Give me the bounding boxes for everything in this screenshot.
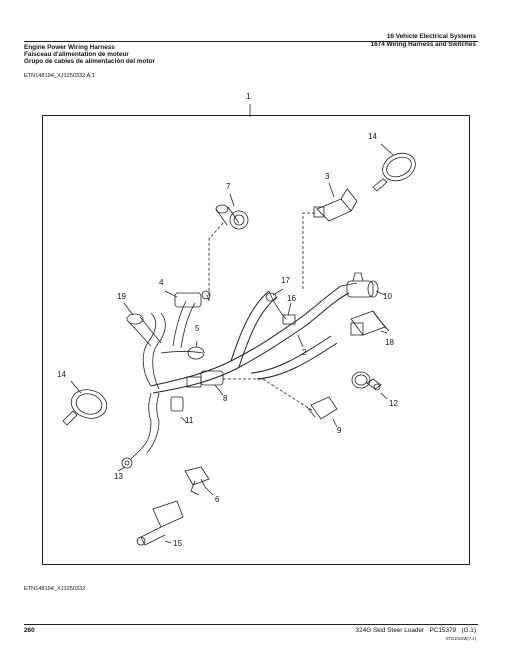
connector-16-17 — [265, 290, 296, 325]
title-block: Engine Power Wiring Harness Faisceau d'a… — [24, 44, 155, 65]
title-spanish: Grupo de cables de alimentación del moto… — [24, 58, 156, 65]
callout-7: 7 — [226, 182, 231, 191]
callout-11: 11 — [185, 416, 194, 425]
cable-tie-upper — [372, 152, 416, 192]
header-rule — [24, 41, 478, 42]
junction-8 — [186, 370, 224, 388]
footer-doc: PC15379 — [429, 627, 457, 634]
sleeve-7 — [215, 204, 249, 230]
callout-13: 13 — [114, 472, 123, 481]
callout-16: 16 — [287, 294, 296, 303]
connector-18 — [350, 310, 390, 336]
footer-rule — [24, 624, 478, 625]
boot-9 — [306, 396, 338, 420]
callout-14-left: 14 — [57, 370, 66, 379]
figure-code-top: ETN148194_XJ1250332 A.1 — [24, 73, 95, 79]
callout-10: 10 — [383, 292, 392, 301]
title-english: Engine Power Wiring Harness — [24, 44, 115, 51]
branch-4 — [172, 290, 211, 349]
footer-info: 324G Skid Steer Loader PC15379 (G.1) — [356, 627, 476, 634]
footer-rev: (G.1) — [461, 627, 476, 634]
callout-9: 9 — [337, 426, 342, 435]
connector-boot-3 — [313, 188, 358, 222]
harness-trunk — [150, 285, 350, 394]
branch-19 — [126, 312, 166, 390]
header-group: 1674 Wiring Harness and Switches — [370, 41, 476, 48]
footer-model: 324G Skid Steer Loader — [355, 627, 425, 634]
callout-2: 2 — [302, 348, 307, 357]
footer-stamp: STD1015W(7.1) — [445, 636, 476, 641]
callout-6: 6 — [215, 495, 220, 504]
callout-18: 18 — [385, 338, 394, 347]
branch-13 — [121, 392, 184, 469]
connector-10 — [340, 272, 379, 298]
cable-tie-left — [62, 389, 108, 426]
harness-figure: 14 7 3 17 4 16 19 10 5 2 18 14 8 12 11 9… — [42, 104, 470, 565]
sensor-15 — [136, 500, 184, 546]
callout-5: 5 — [195, 324, 200, 333]
figure-code-bottom: ETN148194_XJ1250332 — [24, 586, 86, 592]
callout-17: 17 — [281, 276, 290, 285]
page-number: 260 — [24, 627, 35, 634]
ring-12 — [351, 371, 382, 391]
title-french: Faisceau d'alimentation de moteur — [24, 51, 129, 58]
callout-4: 4 — [159, 278, 164, 287]
grommet-5 — [160, 346, 205, 360]
callout-8: 8 — [223, 394, 228, 403]
callout-19: 19 — [117, 292, 126, 301]
callout-15: 15 — [173, 539, 182, 548]
callout-12: 12 — [389, 399, 398, 408]
header-section: 16 Vehicle Electrical Systems — [386, 33, 476, 40]
callout-3: 3 — [325, 172, 330, 181]
connector-6 — [184, 466, 210, 496]
callout-1: 1 — [246, 92, 251, 101]
callout-14-top: 14 — [368, 132, 377, 141]
